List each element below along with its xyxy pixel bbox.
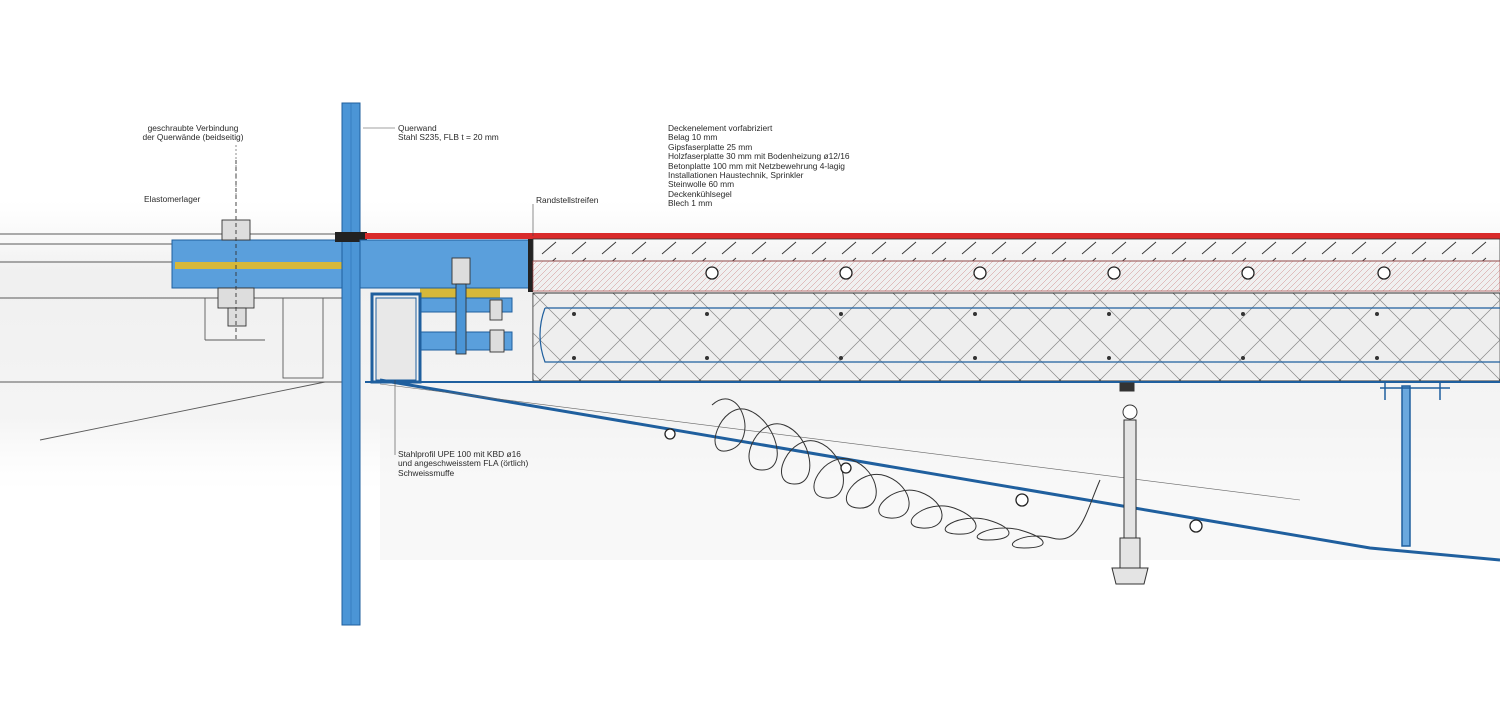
label-line: Querwand [398, 123, 437, 133]
elastomer-strip-left [175, 262, 350, 269]
randstellstreifen [528, 236, 533, 292]
label-line: der Querwände (beidseitig) [142, 132, 244, 143]
label-line: Deckenkühlsegel [668, 188, 732, 199]
label-line: Randstellstreifen [536, 195, 599, 205]
label-line: Blech 1 mm [668, 198, 713, 209]
label-line: Deckenelement vorfabriziert [668, 123, 773, 133]
steinwolle-coil [711, 398, 1101, 549]
rebar-dots [572, 312, 1379, 360]
belag-red [365, 233, 1500, 239]
label-elastomerlager: Elastomerlager [144, 194, 201, 204]
sprinkler [1111, 382, 1149, 585]
bolt-right [451, 257, 505, 355]
label-line: Betonplatte 100 mm mit Netzbewehrung 4-l… [668, 160, 845, 171]
label-line: Holzfaserplatte 30 mm mit Bodenheizung ø… [668, 151, 850, 162]
label-line: und angeschweisstem FLA (örtlich) [398, 458, 529, 469]
small-pipes [664, 428, 1203, 533]
label-stahlprofil: Stahlprofil UPE 100 mit KBD ø16 und ange… [398, 449, 529, 478]
label-line: Installationen Haustechnik, Sprinkler [668, 170, 804, 181]
label-line: geschraubte Verbindung [147, 123, 239, 133]
floor-heating-pipes [705, 266, 1391, 280]
label-line: Belag 10 mm [668, 132, 718, 143]
existing-slab-left [0, 233, 345, 441]
label-line: Schweissmuffe [398, 467, 455, 478]
label-verbindung: geschraubte Verbindung der Querwände (be… [138, 123, 248, 143]
label-randstellstreifen: Randstellstreifen [536, 195, 599, 205]
rebar-lines [539, 307, 1500, 363]
holzfaser-layer [532, 260, 1500, 292]
label-line: Stahlprofil UPE 100 mit KBD ø16 [398, 449, 521, 459]
label-line: Steinwolle 60 mm [668, 179, 735, 190]
label-deckenelement: Deckenelement vorfabriziert Belag 10 mm … [668, 123, 850, 209]
deckenkuehlsegel [379, 378, 1500, 562]
label-line: Gipsfaserplatte 25 mm [668, 141, 753, 152]
label-line: Elastomerlager [144, 194, 201, 204]
label-line: Stahl S235, FLB t = 20 mm [398, 132, 499, 143]
gipsfaser-layer [532, 238, 1500, 262]
ceiling-hanger-right [1380, 382, 1450, 547]
label-querwand: Querwand Stahl S235, FLB t = 20 mm [398, 123, 499, 143]
